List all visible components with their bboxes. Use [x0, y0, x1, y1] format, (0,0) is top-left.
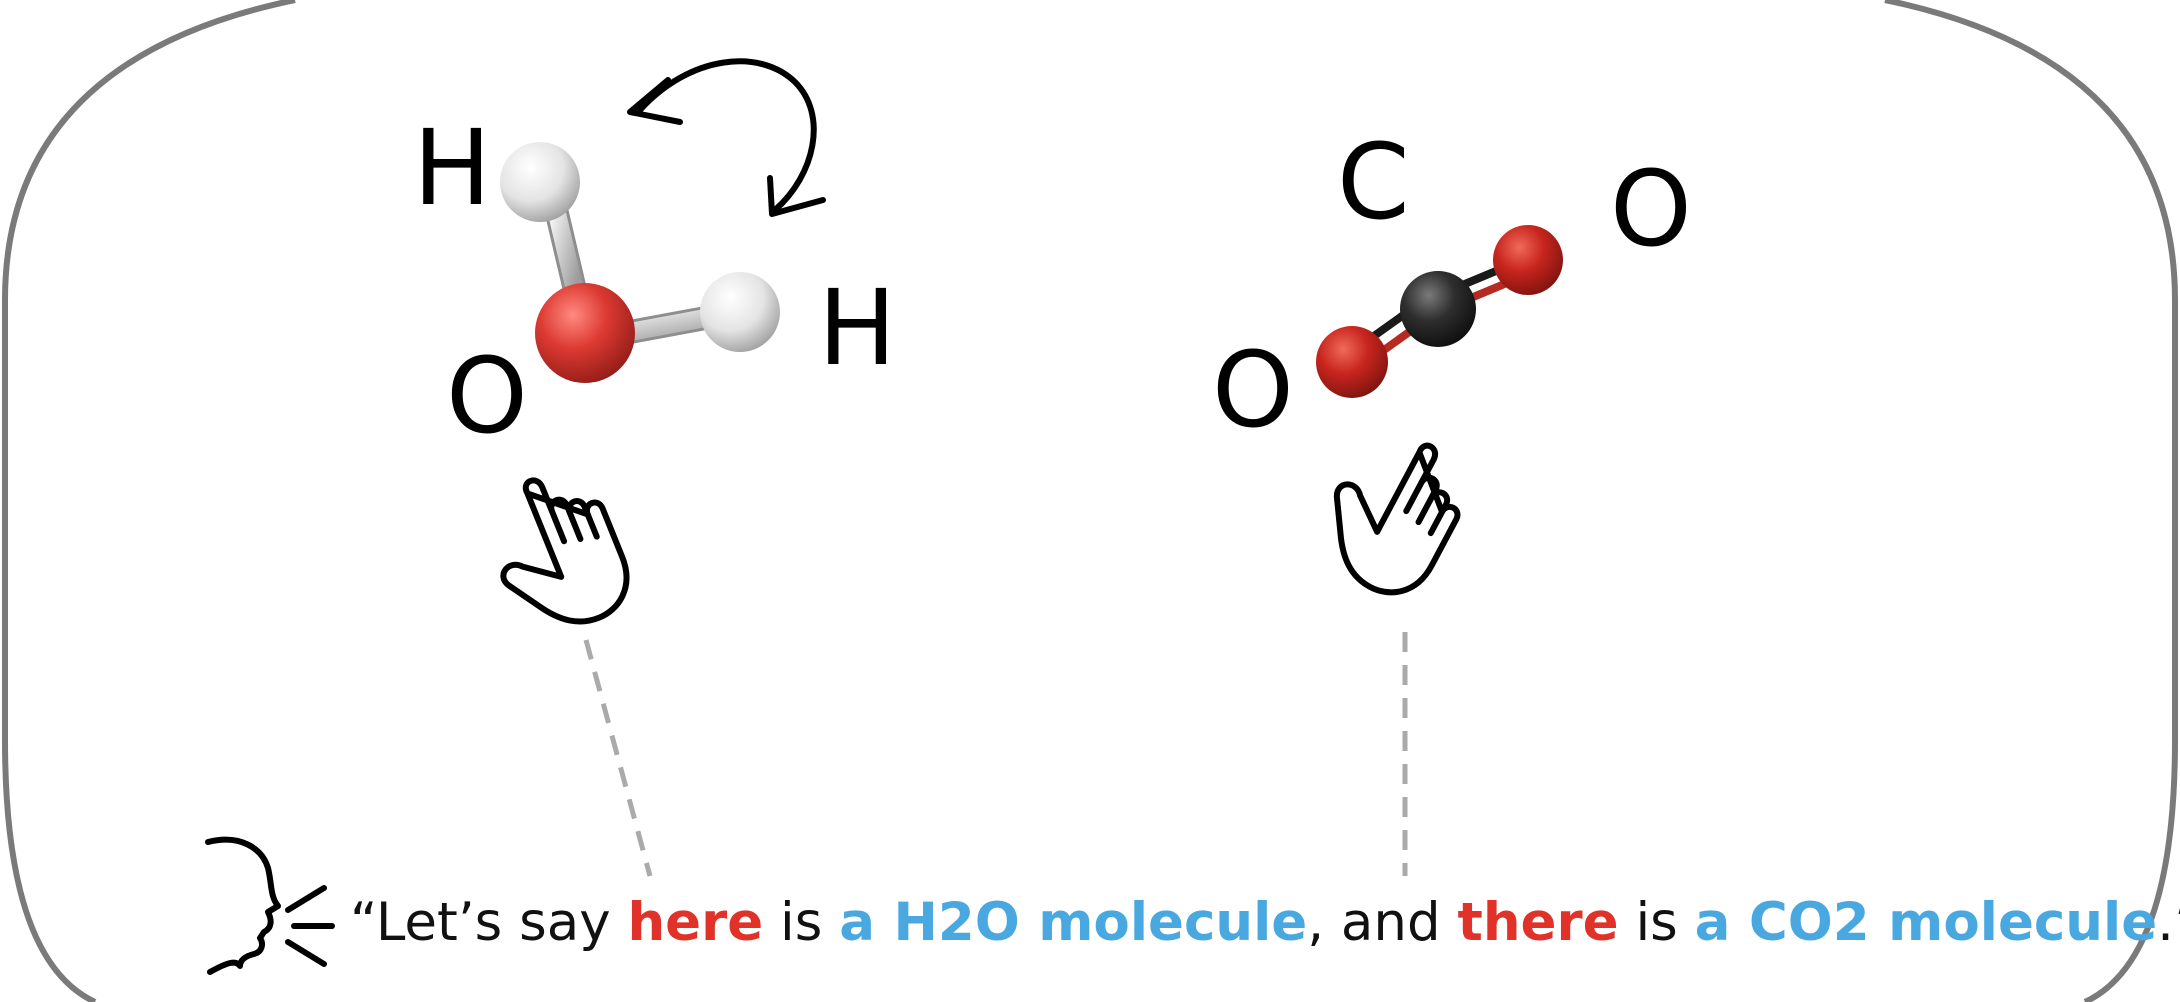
pointing-up-hand-icon — [1333, 442, 1461, 596]
caption-text-3: , and — [1307, 892, 1458, 953]
atom-label-o-right: O — [1610, 148, 1692, 270]
pointing-hand-icon — [500, 477, 630, 625]
speech-caption: “Let’s say here is a H2O molecule, and t… — [350, 888, 2180, 958]
atom-label-o-left: O — [446, 335, 528, 457]
caption-text-4: is — [1618, 892, 1695, 953]
caption-text-2: is — [763, 892, 840, 953]
oxygen-atom-left — [1316, 326, 1388, 398]
atom-label-o-left-co2: O — [1212, 329, 1294, 451]
rotate-arrow-icon — [627, 58, 826, 217]
caption-close-quote: .” — [2157, 892, 2180, 953]
atom-label-c: C — [1337, 121, 1410, 243]
h2o-molecule-model — [500, 142, 780, 383]
caption-deictic-there: there — [1457, 892, 1619, 953]
speaking-head-icon — [205, 836, 335, 975]
caption-deictic-here: here — [627, 892, 764, 953]
oxygen-atom-right — [1493, 225, 1563, 295]
caption-text-1: Let’s say — [375, 892, 628, 953]
guide-line-left — [583, 639, 653, 877]
oxygen-atom — [535, 283, 635, 383]
co2-molecule-model — [1316, 225, 1563, 398]
carbon-atom — [1400, 271, 1476, 347]
atom-label-h-right: H — [818, 267, 896, 389]
caption-open-quote: “ — [350, 892, 376, 953]
caption-object-co2: a CO2 molecule — [1694, 892, 2158, 953]
caption-object-h2o: a H2O molecule — [839, 892, 1308, 953]
hydrogen-atom-right — [700, 272, 780, 352]
atom-label-h-top: H — [413, 107, 491, 229]
hydrogen-atom-top — [500, 142, 580, 222]
